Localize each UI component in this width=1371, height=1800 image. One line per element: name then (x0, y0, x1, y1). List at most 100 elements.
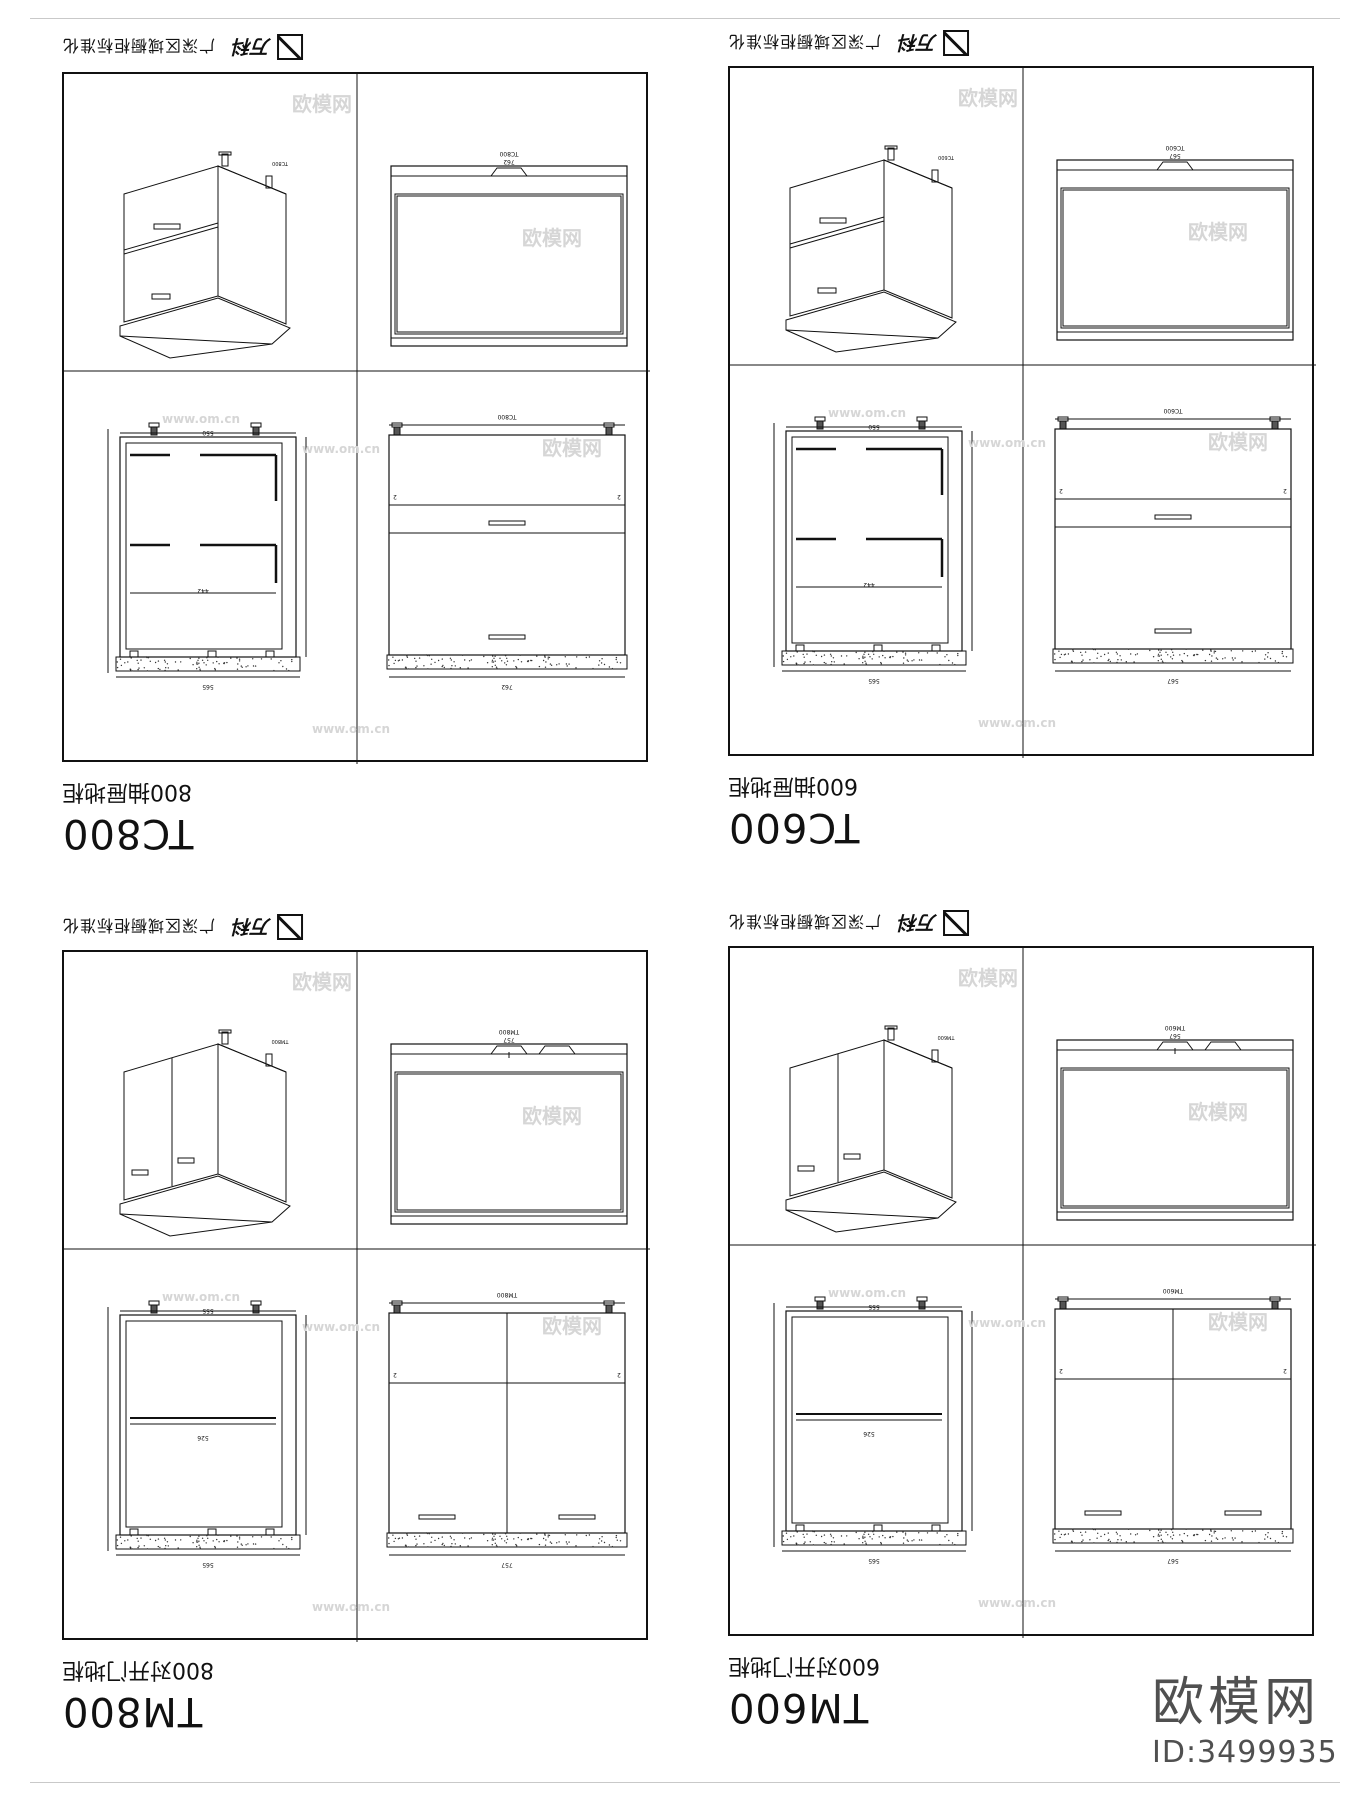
iso-front-face (789, 1039, 885, 1197)
floor-hatch-dot (1267, 652, 1269, 654)
floor-hatch-dot (865, 663, 867, 666)
floor-hatch-dot (499, 1535, 501, 1537)
header-subtitle: 广深区域橱柜标准化 (62, 36, 216, 56)
section-foot (265, 650, 275, 658)
floor-hatch-dot (1161, 660, 1164, 662)
floor-hatch-dot (829, 1533, 832, 1535)
cabinet-name: 800抽屉地柜 (62, 779, 192, 804)
floor-hatch-dot (904, 1534, 907, 1536)
floor-hatch-dot (198, 1540, 200, 1542)
floor-hatch-dot (1264, 654, 1267, 656)
floor-hatch-dot (494, 1542, 496, 1544)
floor-hatch-dot (873, 1533, 875, 1535)
floor-hatch-dot (1091, 648, 1094, 650)
section-leveler (816, 1300, 824, 1310)
floor-hatch-dot (1158, 649, 1160, 651)
floor-hatch-dot (1267, 1532, 1269, 1534)
floor-hatch-dot (542, 1537, 545, 1540)
vanke-logo-icon (277, 914, 304, 941)
top-view-handle (1204, 1041, 1242, 1051)
floor-hatch-dot (1149, 1529, 1151, 1532)
top-view-model-label: TC800 (499, 150, 519, 157)
floor-hatch-dot (880, 1543, 882, 1545)
section-inner (125, 442, 283, 650)
top-view-inner2 (1062, 1069, 1288, 1207)
floor-hatch-dot (423, 665, 425, 667)
section-foot (207, 650, 217, 658)
iso-door-handle (131, 1169, 149, 1176)
top-view-inner (394, 193, 624, 335)
floor-hatch-dot (252, 1543, 255, 1545)
floor-hatch-dot (1162, 661, 1164, 664)
floor-hatch-dot (1172, 651, 1174, 653)
floor-hatch-dot (236, 1535, 238, 1537)
floor-hatch-dot (394, 1537, 397, 1540)
front-leveler (393, 426, 401, 436)
floor-hatch-dot (1277, 661, 1280, 664)
floor-hatch-dot (544, 656, 546, 658)
floor-hatch-dot (199, 1546, 201, 1548)
floor-hatch-dot (427, 1546, 429, 1548)
floor-hatch-dot (1115, 1531, 1118, 1533)
floor-hatch-dot (494, 660, 496, 662)
floor-hatch-dot (790, 1536, 792, 1538)
iso-countertop (119, 1175, 291, 1237)
floor-hatch-dot (398, 659, 401, 661)
sheet-header: 万科广深区域橱柜标准化 (728, 910, 970, 937)
floor-hatch-dot (920, 659, 923, 661)
floor-hatch-dot (913, 659, 915, 661)
floor-hatch-dot (1108, 658, 1110, 661)
floor-hatch-dot (164, 669, 166, 672)
floor-hatch-dot (913, 1539, 915, 1541)
floor-hatch-dot (954, 663, 956, 666)
floor-hatch-dot (1107, 652, 1109, 654)
section-inner (791, 436, 949, 644)
floor-hatch-dot (896, 651, 898, 653)
floor-hatch-dot (406, 655, 408, 657)
floor-hatch-dot (1157, 1533, 1160, 1535)
floor-hatch-dot (517, 658, 519, 661)
floor-hatch-dot (127, 1539, 129, 1541)
floor-hatch-dot (615, 658, 617, 661)
front-drawer-handle (1154, 514, 1192, 520)
floor-hatch-dot (1251, 1530, 1253, 1533)
floor-hatch-dot (884, 1537, 886, 1539)
iso-drawer-split (789, 220, 885, 249)
floor-hatch-dot (806, 1533, 808, 1535)
iso-top-edge (883, 1039, 953, 1069)
floor-section (1052, 648, 1294, 664)
floor-hatch-dot (1115, 651, 1118, 653)
floor-hatch-dot (1165, 1531, 1167, 1533)
floor-hatch-dot (1158, 1529, 1160, 1531)
top-view-inner2 (396, 1073, 622, 1211)
floor-hatch-dot (1179, 1534, 1181, 1536)
floor-hatch-dot (544, 1534, 546, 1536)
floor-hatch-dot (1054, 1533, 1056, 1535)
floor-hatch-dot (216, 1538, 218, 1541)
floor-hatch-dot (404, 1544, 407, 1546)
floor-hatch-dot (1202, 649, 1204, 651)
floor-hatch-dot (948, 659, 950, 662)
front-gap-label: 2 (1283, 487, 1287, 494)
floor-hatch-dot (1171, 1538, 1174, 1540)
floor-hatch-dot (197, 1537, 199, 1539)
floor-hatch-dot (450, 1537, 452, 1539)
section-depth-label: 565 (202, 1561, 214, 1568)
floor-hatch-dot (1274, 660, 1277, 662)
floor-hatch-dot (1242, 650, 1244, 652)
section-outline (119, 436, 297, 658)
floor-hatch-dot (1130, 1533, 1132, 1535)
floor-hatch-dot (1059, 1536, 1061, 1539)
front-leveler (1059, 1300, 1067, 1310)
floor-hatch-dot (1213, 1530, 1215, 1532)
floor-hatch-dot (865, 1542, 867, 1544)
floor-hatch-dot (494, 1538, 496, 1540)
floor-hatch-dot (592, 1545, 594, 1548)
top-view-outline (390, 165, 628, 347)
floor-hatch-dot (1162, 1541, 1164, 1544)
floor-hatch-dot (189, 657, 191, 660)
front-width-label: 762 (501, 683, 513, 690)
iso-front-face (789, 159, 885, 317)
floor-hatch-dot (260, 1536, 263, 1538)
front-width-label: 567 (1167, 677, 1179, 684)
